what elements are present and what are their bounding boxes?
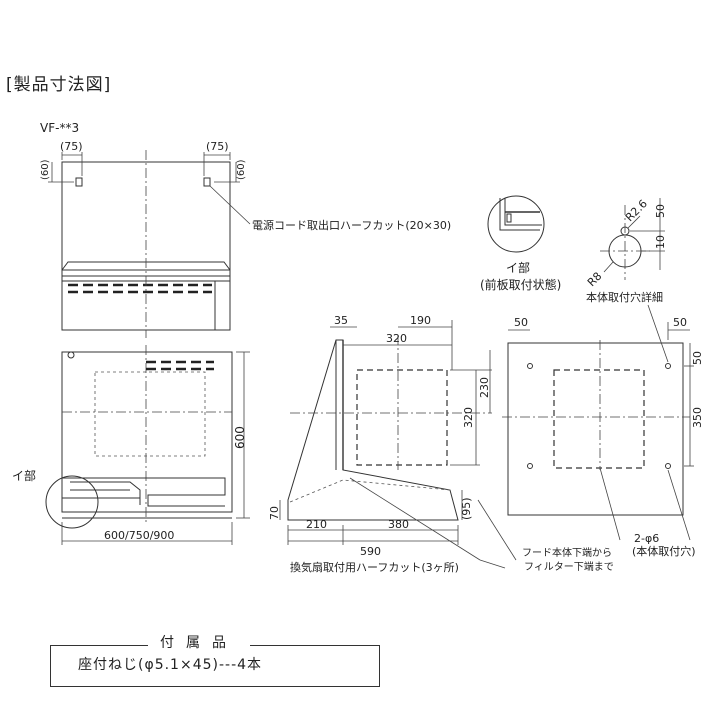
top-view [502, 304, 694, 541]
front-dim-75-left: (75) [60, 140, 83, 153]
side-dim-600: 600 [233, 426, 247, 449]
front-dim-75-right: (75) [206, 140, 229, 153]
mount-hole-caption: 本体取付穴詳細 [586, 290, 663, 304]
hood-note-line2: フィルター下端まで [524, 560, 614, 573]
side-view [45, 345, 250, 545]
detail-i-subcaption: (前板取付状態) [480, 277, 561, 292]
sec-d590: 590 [360, 545, 381, 558]
sec-d380: 380 [388, 518, 409, 531]
section-i-label: イ部 [12, 468, 36, 483]
front-dim-60-right: (60) [236, 159, 247, 180]
hole-d50: 50 [654, 204, 667, 218]
front-dim-60-left: (60) [40, 159, 51, 180]
hole-d10: 10 [654, 235, 667, 249]
detail-i-caption: イ部 [506, 260, 530, 275]
sec-d70: 70 [268, 506, 281, 520]
side-width-label: 600/750/900 [104, 529, 174, 542]
mount-hole-detail [600, 198, 665, 280]
model-label: VF-**3 [40, 121, 79, 135]
mount-hole-sublabel: (本体取付穴) [632, 544, 696, 558]
hole-r8: R8 [585, 270, 605, 290]
mount-hole-label: 2-φ6 [634, 532, 659, 545]
drawing-title: [製品寸法図] [6, 75, 111, 95]
detail-i [487, 195, 545, 253]
cord-outlet-note: 電源コード取出口ハーフカット(20×30) [252, 218, 451, 232]
front-view [48, 150, 251, 338]
sec-d35: 35 [334, 314, 348, 327]
accessories-item: 座付ねじ(φ5.1×45)---4本 [78, 657, 263, 673]
sec-d190: 190 [410, 314, 431, 327]
hood-note-line1: フード本体下端から [522, 546, 612, 559]
top-d50-left: 50 [514, 316, 528, 329]
section-view [279, 320, 517, 569]
sec-d320-v: 320 [462, 407, 475, 428]
sec-d230: 230 [478, 377, 491, 398]
top-d50-v: 50 [691, 351, 704, 365]
top-d350: 350 [691, 407, 704, 428]
sec-d320-top: 320 [386, 332, 407, 345]
fan-cut-note: 換気扇取付用ハーフカット(3ヶ所) [290, 560, 459, 574]
sec-d95: (95) [460, 497, 473, 520]
top-d50-right: 50 [673, 316, 687, 329]
accessories-title: 付属品 [148, 634, 250, 652]
sec-d210: 210 [306, 518, 327, 531]
